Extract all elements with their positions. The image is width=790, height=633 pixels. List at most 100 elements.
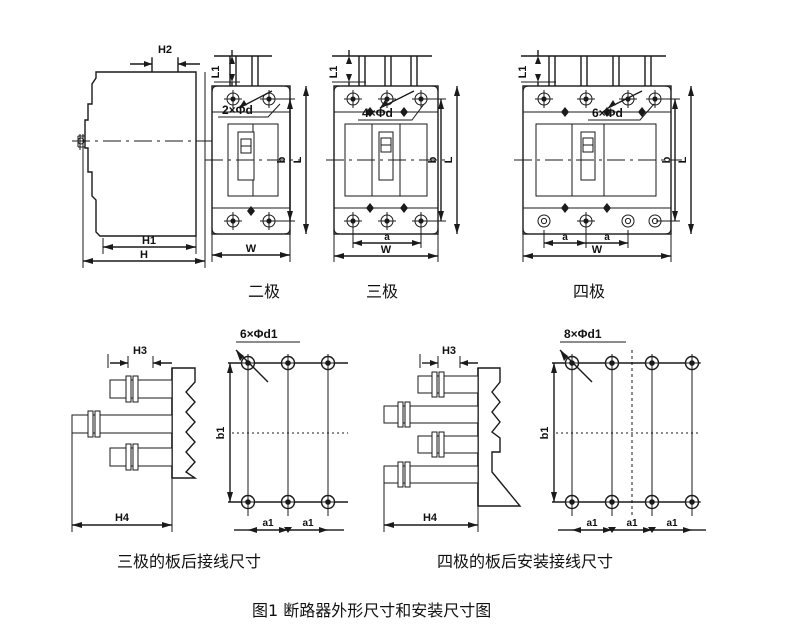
hole-label-two-pole: 2×Φd	[222, 103, 253, 117]
dim-label-a1-three-pole-rear-right: a1	[302, 518, 314, 529]
toggle-handle-three-pole[interactable]	[378, 131, 394, 181]
top-row-drawings: H2 H1 H	[72, 44, 694, 268]
terminal-bar-3-four-pole	[417, 431, 479, 458]
rear-holes-top-three-pole	[239, 354, 337, 372]
hole-label-four-pole-rear: 8×Φd1	[564, 327, 602, 341]
dim-label-h: H	[140, 249, 148, 261]
two-pole-view: L1 2×Φd	[205, 50, 309, 262]
terminal-bar-2-four-pole	[383, 401, 479, 428]
dim-label-w-three-pole: W	[381, 244, 392, 256]
terminal-bar-middle-three-pole	[71, 410, 173, 438]
caption-four-pole-rear: 四极的板后安装接线尺寸	[437, 552, 614, 571]
hole-label-three-pole: 4×Φd	[362, 106, 393, 120]
four-pole-rear-side-view: H3	[383, 345, 522, 532]
dim-h3-four-pole-rear: H3	[419, 345, 478, 368]
bottom-row-drawings: H3	[71, 327, 706, 533]
hole-callout-three-pole: 4×Φd	[358, 90, 425, 121]
hole-callout-four-pole-rear: 8×Φd1	[559, 327, 626, 383]
dim-a-three-pole: a	[352, 230, 422, 248]
hole-callout-four-pole: 6×Φd	[588, 90, 655, 121]
mounting-holes-bottom-two-pole	[224, 206, 278, 230]
caption-three-pole-rear: 三极的板后接线尺寸	[117, 552, 262, 571]
dim-label-a1-three-pole-rear-left: a1	[262, 518, 274, 529]
hole-label-three-pole-rear: 6×Φd1	[240, 327, 278, 341]
dim-h4-three-pole-rear: H4	[71, 433, 173, 532]
dim-label-h4-four-pole-rear: H4	[423, 512, 438, 524]
dim-label-a-three-pole: a	[384, 232, 390, 243]
dim-a1-three-pole-rear-right: a1	[288, 518, 328, 533]
toggle-handle-four-pole[interactable]	[580, 131, 596, 181]
dim-label-l1-two-pole: L1	[210, 66, 222, 79]
caption-two-pole: 二极	[248, 282, 281, 301]
four-pole-rear-hole-pattern: 8×Φd1 b1 a1 a1 a1	[539, 327, 706, 533]
dim-h4-four-pole-rear: H4	[383, 483, 479, 532]
dim-label-l1-three-pole: L1	[328, 66, 340, 79]
dim-label-w-two-pole: W	[246, 243, 257, 255]
dim-label-a1-four-pole-rear-1: a1	[586, 518, 598, 529]
hole-callout-three-pole-rear: 6×Φd1	[235, 327, 300, 383]
dim-label-a1-four-pole-rear-2: a1	[626, 518, 638, 529]
side-profile-view: H2 H1 H	[72, 44, 212, 268]
dim-w-four-pole: W	[522, 234, 672, 262]
dim-a-four-pole-right: a	[586, 230, 629, 248]
dim-h1: H1	[102, 235, 197, 254]
dim-w-three-pole: W	[333, 234, 439, 262]
figure-title: 图1 断路器外形尺寸和安装尺寸图	[252, 601, 492, 620]
dim-label-l-four-pole: L	[677, 156, 689, 163]
dim-b-two-pole: b	[272, 98, 295, 222]
dim-l-four-pole: L	[677, 86, 694, 234]
dim-b1-three-pole-rear: b1	[215, 363, 233, 502]
three-pole-rear-side-view: H3	[71, 345, 198, 532]
terminal-bar-1-four-pole	[417, 371, 479, 398]
dim-label-h2: H2	[158, 44, 172, 56]
three-pole-rear-hole-pattern: 6×Φd1 b1 a1 a1	[215, 327, 348, 533]
dim-b-three-pole: b	[422, 98, 446, 222]
dim-l-three-pole: L	[443, 86, 460, 234]
dim-label-b1-three-pole-rear: b1	[215, 427, 227, 440]
hole-label-four-pole: 6×Φd	[592, 106, 623, 120]
toggle-handle-two-pole[interactable]	[237, 131, 255, 181]
three-pole-break-body	[171, 367, 198, 479]
mounting-holes-bottom-four-pole	[537, 203, 662, 230]
dim-label-l-two-pole: L	[292, 156, 304, 163]
four-pole-break-body	[477, 367, 522, 507]
dim-label-l1-four-pole: L1	[517, 66, 529, 79]
dim-label-b1-four-pole-rear: b1	[539, 427, 551, 440]
dim-label-a-four-pole-right: a	[604, 232, 610, 243]
dim-label-b-two-pole: b	[276, 156, 288, 163]
dim-label-h1: H1	[142, 235, 156, 247]
dim-label-h4-three-pole-rear: H4	[115, 512, 130, 524]
dim-w-two-pole: W	[211, 234, 291, 262]
rear-holes-top-four-pole	[563, 354, 701, 372]
rear-holes-bottom-three-pole	[239, 493, 337, 511]
rear-holes-bottom-four-pole	[563, 493, 701, 511]
dim-label-b-four-pole: b	[661, 156, 673, 163]
dim-label-w-four-pole: W	[592, 244, 603, 256]
dim-a1-four-pole-rear-3: a1	[652, 518, 692, 533]
mounting-holes-top-four-pole	[535, 90, 664, 117]
dim-label-l-three-pole: L	[443, 156, 455, 163]
dim-l-two-pole: L	[292, 86, 309, 234]
dim-b-four-pole: b	[656, 98, 680, 222]
terminal-bar-4-four-pole	[383, 461, 479, 488]
caption-three-pole: 三极	[366, 282, 399, 301]
mounting-holes-top-three-pole	[344, 90, 430, 117]
terminal-bar-bottom-three-pole	[109, 443, 173, 471]
three-pole-view: L1 4×Φd	[326, 50, 460, 262]
dim-label-a1-four-pole-rear-3: a1	[666, 518, 678, 529]
dim-a1-four-pole-rear-2: a1	[612, 518, 652, 533]
dim-label-a-four-pole-left: a	[562, 232, 568, 243]
dim-label-h3-four-pole-rear: H3	[442, 345, 456, 357]
dim-h: H	[82, 72, 206, 268]
four-pole-view: L1	[514, 50, 694, 262]
terminal-bar-top-three-pole	[109, 375, 173, 403]
dim-a1-three-pole-rear-left: a1	[248, 518, 288, 533]
dim-h2: H2	[130, 44, 200, 72]
side-terminal-stub	[77, 134, 85, 150]
caption-four-pole: 四极	[573, 282, 606, 301]
dim-a-four-pole-left: a	[543, 230, 587, 248]
dim-h3-three-pole-rear: H3	[107, 345, 172, 368]
hole-callout-two-pole: 2×Φd	[218, 90, 281, 118]
dim-label-b-three-pole: b	[427, 156, 439, 163]
